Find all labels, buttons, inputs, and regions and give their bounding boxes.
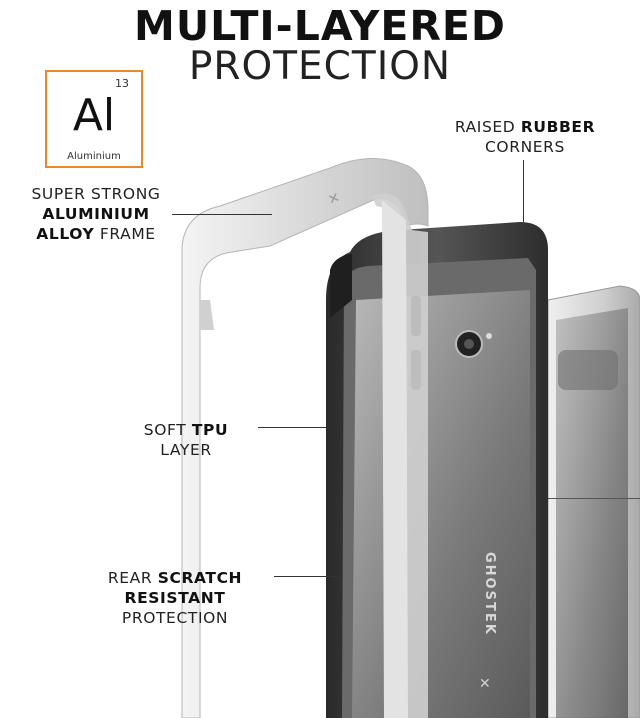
page-subtitle: PROTECTION (188, 44, 452, 89)
leader-line-scratch (274, 576, 340, 577)
flash-icon (486, 333, 492, 339)
leader-line-tpu (258, 427, 326, 428)
page-title: MULTI-LAYERED (134, 2, 506, 50)
element-name: Aluminium (67, 151, 121, 162)
callout-scratch-protection: REAR SCRATCH RESISTANT PROTECTION (107, 569, 243, 627)
atomic-number: 13 (115, 77, 129, 90)
callout-aluminium-frame: SUPER STRONG ALUMINIUM ALLOY FRAME (31, 185, 161, 243)
tpu-bumper-layer (326, 222, 548, 718)
leader-line-clear-back (548, 498, 640, 499)
ghostek-logo-icon: ✕ (326, 190, 342, 209)
volume-button-icon (411, 296, 421, 336)
callout-rubber-corners: RAISED RUBBER CORNERS (454, 118, 596, 156)
aluminium-element-tile: 13 Al Aluminium (45, 70, 143, 168)
callout-tpu-layer: SOFT TPU LAYER (143, 421, 229, 459)
element-symbol: Al (72, 90, 116, 141)
rear-clear-shell (547, 285, 640, 718)
brand-wordmark-group: GHOSTEK ✕ (479, 552, 497, 692)
volume-button-icon (411, 350, 421, 390)
leader-line-rubber (523, 160, 524, 222)
brand-wordmark: GHOSTEK (482, 552, 497, 636)
ghostek-logo-icon: ✕ (479, 676, 491, 692)
leader-line-aluminium (172, 214, 272, 215)
